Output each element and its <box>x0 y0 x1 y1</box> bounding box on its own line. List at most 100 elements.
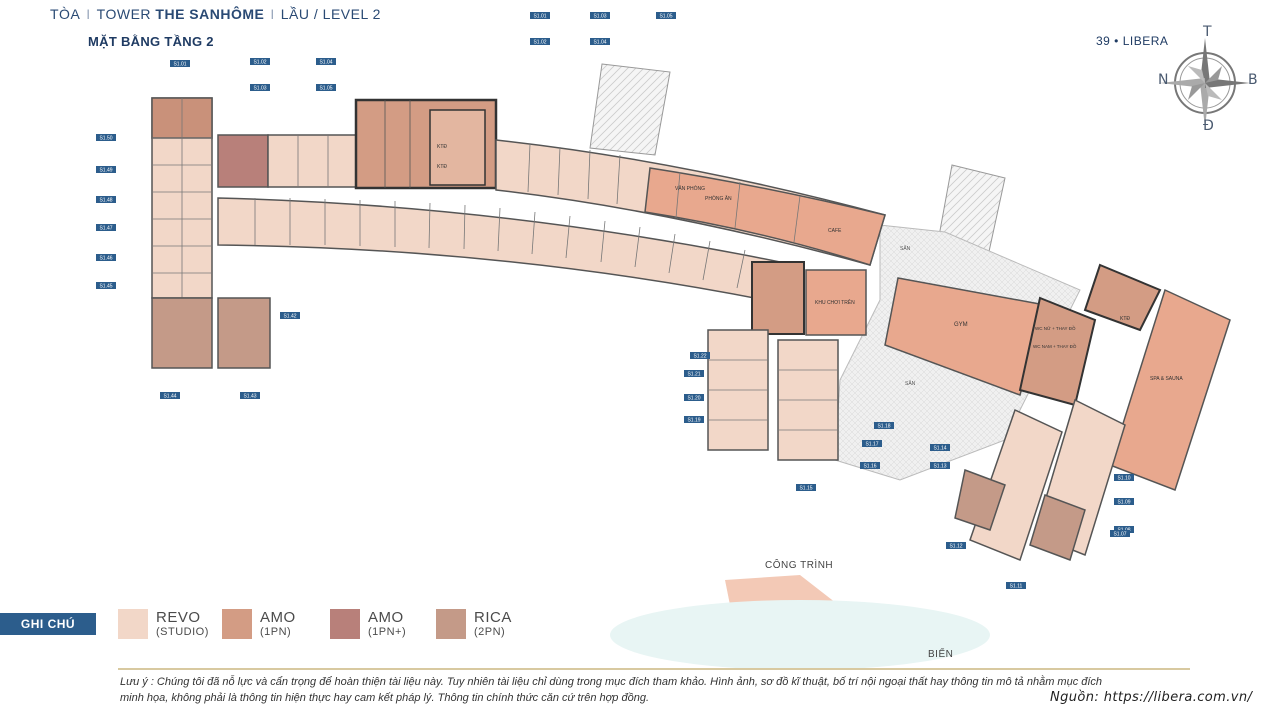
unit-block <box>217 134 269 188</box>
legend-swatch <box>118 609 148 639</box>
unit-tag: S1.45 <box>96 282 116 290</box>
unit-block <box>1029 494 1086 561</box>
unit-tag: S1.42 <box>280 312 300 320</box>
unit-tag-label: S1.42 <box>283 314 296 320</box>
unit-tag-label: S1.13 <box>933 464 946 470</box>
unit-tag-label: S1.46 <box>99 256 112 262</box>
unit-tag: S1.50 <box>96 134 116 142</box>
legend-sub: (STUDIO) <box>156 626 209 638</box>
disclaimer-line-2: minh họa, không phải là thông tin hiện t… <box>120 692 649 704</box>
unit-tag-label: S1.02 <box>253 60 266 66</box>
unit-tag-label: S1.02 <box>533 40 546 46</box>
unit-tag: S1.01 <box>530 12 550 20</box>
label-cafe: CAFE <box>828 228 842 234</box>
unit-tag-label: S1.50 <box>99 136 112 142</box>
legend-name: REVO <box>156 609 201 626</box>
floor-label: LẦU / LEVEL 2 <box>280 6 381 22</box>
unit-tag: S1.22 <box>690 352 710 360</box>
stair-block <box>751 261 805 335</box>
legend-sub: (2PN) <box>474 626 506 638</box>
unit-tag: S1.04 <box>316 58 336 66</box>
legend-sub: (1PN+) <box>368 626 407 638</box>
unit-tag-label: S1.22 <box>693 354 706 360</box>
unit-tag: S1.12 <box>946 542 966 550</box>
source-link[interactable]: Nguồn: https://libera.com.vn/ <box>1050 690 1253 705</box>
label-van-phong: VĂN PHÒNG <box>675 185 705 192</box>
unit-tag-label: S1.17 <box>865 442 878 448</box>
unit-tag: S1.47 <box>96 224 116 232</box>
spa-area <box>1109 288 1231 491</box>
unit-tag-label: S1.15 <box>799 486 812 492</box>
unit-tag: S1.05 <box>316 84 336 92</box>
unit-tag: S1.46 <box>96 254 116 262</box>
unit-tag: S1.10 <box>1114 474 1134 482</box>
unit-tag: S1.05 <box>656 12 676 20</box>
label-ktd: KTĐ <box>437 144 447 150</box>
label-wc-nam: WC NAM + THAY ĐỒ <box>1033 343 1077 349</box>
legend-sub: (1PN) <box>260 626 292 638</box>
legend-swatch <box>330 609 360 639</box>
unit-tag: S1.02 <box>250 58 270 66</box>
unit-tag: S1.01 <box>170 60 190 68</box>
legend-name: AMO <box>368 609 404 626</box>
unit-tag-label: S1.01 <box>173 62 186 68</box>
unit-tag-label: S1.21 <box>687 372 700 378</box>
sea-shape <box>610 600 990 670</box>
legend-swatch <box>436 609 466 639</box>
label-phong-an: PHÒNG ĂN <box>705 195 732 202</box>
unit-tag-label: S1.10 <box>1117 476 1130 482</box>
unit-tag-label: S1.04 <box>319 60 332 66</box>
unit-block <box>267 134 359 188</box>
unit-tag: S1.15 <box>796 484 816 492</box>
tower-name: THE SANHÔME <box>155 6 265 22</box>
unit-tag-label: S1.18 <box>877 424 890 430</box>
unit-tag-label: S1.03 <box>253 86 266 92</box>
unit-tag-label: S1.20 <box>687 396 700 402</box>
unit-tag-label: S1.14 <box>933 446 946 452</box>
unit-tag-label: S1.11 <box>1010 584 1023 590</box>
play-area <box>805 269 867 336</box>
unit-tag-label: S1.49 <box>99 168 112 174</box>
unit-tag: S1.03 <box>590 12 610 20</box>
unit-tag-label: S1.47 <box>99 226 112 232</box>
legend-swatch <box>222 609 252 639</box>
label-cong-trinh: CÔNG TRÌNH <box>765 558 833 571</box>
unit-block <box>1083 263 1162 332</box>
disclaimer: Lưu ý : Chúng tôi đã nỗ lực và cẩn trọng… <box>120 674 1180 706</box>
compass-west: N <box>1158 72 1169 88</box>
gym-area <box>884 277 1046 396</box>
label-san: SÂN <box>905 380 916 387</box>
divider <box>118 668 1190 670</box>
unit-tag-label: S1.12 <box>949 544 962 550</box>
amenity-wing <box>644 167 886 266</box>
unit-tag: S1.13 <box>930 462 950 470</box>
label-san: SÂN <box>900 245 911 252</box>
unit-tag: S1.17 <box>862 440 882 448</box>
label-wc-nu: WC NỮ + THAY ĐỒ <box>1035 325 1076 331</box>
unit-tag: S1.44 <box>160 392 180 400</box>
unit-tag-label: S1.09 <box>1117 500 1130 506</box>
unit-tag-label: S1.03 <box>593 14 606 20</box>
unit-tag: S1.48 <box>96 196 116 204</box>
unit-tag-label: S1.01 <box>533 14 546 20</box>
label-gym: GYM <box>954 322 968 328</box>
disclaimer-line-1: Lưu ý : Chúng tôi đã nỗ lực và cẩn trọng… <box>120 676 1103 688</box>
label-ktd: KTĐ <box>437 164 447 170</box>
plan-title: MẶT BẰNG TẦNG 2 <box>88 34 214 49</box>
unit-tag: S1.11 <box>1006 582 1026 590</box>
unit-tag: S1.21 <box>684 370 704 378</box>
unit-tag: S1.20 <box>684 394 704 402</box>
unit-block <box>217 297 271 369</box>
unit-tag: S1.49 <box>96 166 116 174</box>
unit-block <box>954 468 1006 531</box>
label-spa: SPA & SAUNA <box>1150 376 1183 382</box>
unit-tag-label: S1.04 <box>593 40 606 46</box>
unit-tag-label: S1.44 <box>163 394 176 400</box>
unit-tag-label: S1.05 <box>319 86 332 92</box>
unit-tag: S1.19 <box>684 416 704 424</box>
legend-name: RICA <box>474 609 512 626</box>
unit-tag: S1.07 <box>1110 530 1130 538</box>
void-area-1 <box>589 63 671 156</box>
